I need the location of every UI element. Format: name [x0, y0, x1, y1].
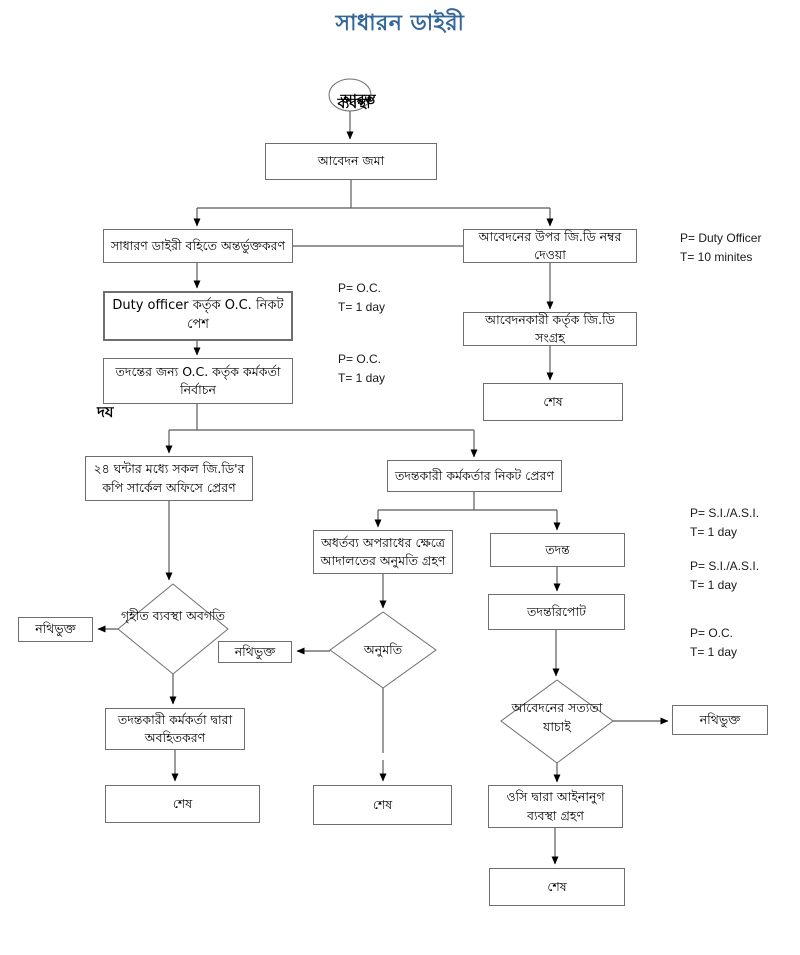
node-end-middle: শেষ	[313, 785, 452, 825]
annotation-si-asi-1: P= S.I./A.S.I. T= 1 day	[690, 504, 759, 541]
node-copy-to-circle-office: ২৪ ঘন্টার মধ্যে সকল জি.ডি'র কপি সার্কেল …	[85, 456, 253, 501]
start-label-overlap-1: আরম্ভ	[340, 92, 376, 108]
decision-verify-truth-label: আবেদনের সত্যতা যাচাই	[511, 700, 603, 734]
annotation-time: T= 1 day	[690, 524, 738, 539]
node-applicant-collect-gd: আবেদনকারী কর্তৃক জি.ডি সংগ্রহ	[463, 312, 637, 346]
annotation-person: P= S.I./A.S.I.	[690, 506, 760, 520]
node-end-right-bottom: শেষ	[489, 868, 625, 906]
node-end-right-top: শেষ	[483, 383, 623, 421]
annotation-person: P= S.I./A.S.I.	[690, 559, 760, 573]
page-title: সাধারন ডাইরী	[335, 11, 465, 36]
diamond-received-status	[117, 583, 229, 675]
node-gd-number-assign: আবেদনের উপর জি.ডি নম্বর দেওয়া	[463, 229, 637, 263]
annotation-time: T= 1 day	[338, 299, 386, 314]
node-investigation: তদন্ত	[490, 533, 625, 567]
annotation-si-asi-2: P= S.I./A.S.I. T= 1 day	[690, 557, 759, 594]
annotation-time: T= 10 minites	[680, 249, 753, 264]
annotation-person: P= O.C.	[338, 281, 382, 295]
stray-text: দয	[97, 403, 114, 421]
annotation-duty-officer: P= Duty Officer T= 10 minites	[680, 229, 761, 266]
node-filed-right: নথিভুক্ত	[672, 705, 768, 735]
decision-permission-label: অনুমতি	[363, 642, 403, 657]
node-filed-left: নথিভুক্ত	[18, 617, 93, 642]
start-label-overlap-2: ব্যবস্থা	[337, 96, 371, 112]
annotation-time: T= 1 day	[690, 644, 738, 659]
annotation-oc-1: P= O.C. T= 1 day	[338, 279, 385, 316]
node-duty-officer-present: Duty officer কর্তৃক O.C. নিকট পেশ	[103, 291, 293, 341]
start-node: আরম্ভ ব্যবস্থা	[318, 82, 394, 116]
annotation-time: T= 1 day	[338, 370, 386, 385]
node-officer-selection: তদন্তের জন্য O.C. কর্তৃক কর্মকর্তা নির্ব…	[103, 358, 293, 404]
node-end-left: শেষ	[105, 785, 260, 823]
decision-received-status-label: গৃহীত ব্যবস্থা অবগতি	[120, 608, 226, 623]
node-court-permission: অধর্তব্য অপরাধের ক্ষেত্রে আদালতের অনুমতি…	[313, 530, 453, 574]
node-forward-to-io: তদন্তকারী কর্মকর্তার নিকট প্রেরণ	[387, 460, 562, 492]
node-gd-book-entry: সাধারণ ডাইরী বহিতে অন্তর্ভুক্তকরণ	[103, 229, 293, 263]
connector-lines	[97, 111, 669, 865]
node-application-submit: আবেদন জমা	[265, 143, 437, 180]
node-inform-by-io: তদন্তকারী কর্মকর্তা দ্বারা অবহিতকরণ	[105, 708, 245, 750]
annotation-oc-2: P= O.C. T= 1 day	[338, 350, 385, 387]
annotation-person: P= O.C.	[338, 352, 382, 366]
node-investigation-report: তদন্তরিপোট	[488, 594, 625, 630]
node-legal-action-by-oc: ওসি দ্বারা আইনানুগ ব্যবস্থা গ্রহণ	[488, 785, 623, 828]
annotation-oc-3: P= O.C. T= 1 day	[690, 624, 737, 661]
node-filed-middle: নথিভুক্ত	[218, 641, 292, 663]
annotation-person: P= O.C.	[690, 626, 734, 640]
annotation-person: P= Duty Officer	[680, 231, 762, 245]
annotation-time: T= 1 day	[690, 577, 738, 592]
